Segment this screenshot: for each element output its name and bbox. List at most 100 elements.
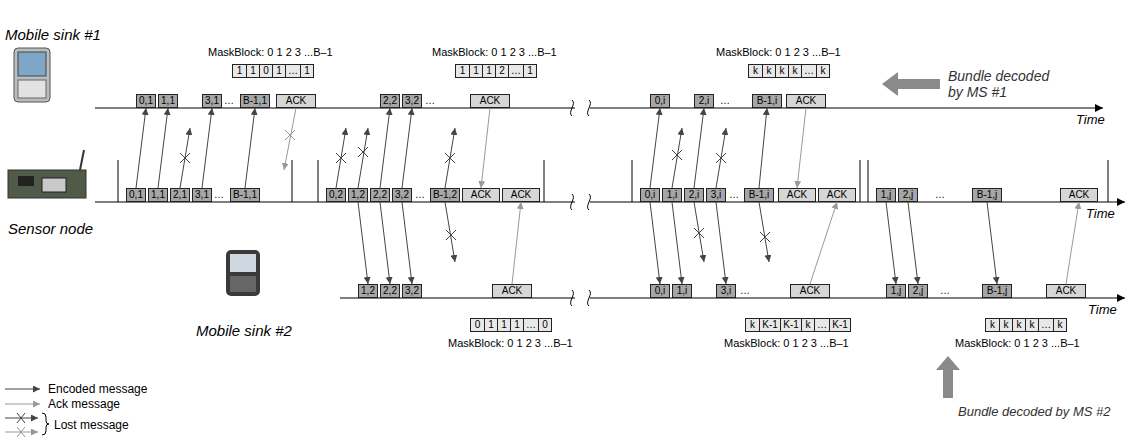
mask-block: 1101…1 bbox=[232, 64, 314, 78]
packet-label: 2,j bbox=[913, 285, 924, 297]
packet-label: ACK bbox=[787, 189, 808, 201]
mask-value: 1 bbox=[523, 65, 536, 77]
legend-sample bbox=[5, 389, 40, 390]
mask-value: 1 bbox=[300, 65, 313, 77]
lost-arrow bbox=[180, 128, 190, 188]
message-arrow bbox=[759, 108, 767, 188]
ack-box: ACK bbox=[778, 188, 816, 202]
ellipsis: … bbox=[935, 189, 945, 201]
message-arrow bbox=[716, 202, 726, 284]
message-arrow bbox=[908, 202, 918, 284]
mask-index-label: MaskBlock: 0 1 2 3 ...B–1 bbox=[716, 46, 841, 58]
ack-box: ACK bbox=[276, 94, 316, 108]
packet-label: ACK bbox=[827, 189, 848, 201]
lost-cross bbox=[285, 130, 295, 140]
mask-block: 1112…1 bbox=[455, 64, 537, 78]
ack-arrow bbox=[797, 108, 806, 188]
mask-value: 1 bbox=[484, 319, 497, 331]
packet-label: ACK bbox=[502, 285, 523, 297]
mask-block: kkkk…k bbox=[985, 318, 1067, 332]
sensor-chip bbox=[42, 178, 66, 192]
mask-value: … bbox=[508, 65, 523, 77]
legend-text: Encoded message bbox=[48, 382, 147, 396]
mask-block: kkkk…k bbox=[748, 64, 830, 78]
mask-value: 1 bbox=[469, 65, 482, 77]
mask-value: k bbox=[1053, 319, 1066, 331]
legend-sample bbox=[17, 427, 25, 437]
packet-label: ACK bbox=[511, 189, 532, 201]
mask-value: 2 bbox=[495, 65, 508, 77]
legend-text: Ack message bbox=[48, 397, 120, 411]
time-axis-label: Time bbox=[1076, 112, 1105, 127]
row-label: Mobile sink #2 bbox=[196, 322, 292, 339]
packet-label: B-1,j bbox=[987, 285, 1008, 297]
timeline bbox=[590, 298, 1125, 299]
packet-label: ACK bbox=[471, 189, 492, 201]
slot-boundary bbox=[118, 160, 1108, 202]
packet-label: B-1,1 bbox=[243, 95, 267, 107]
packet-box: 1,i bbox=[672, 284, 692, 298]
packet-label: 2,1 bbox=[173, 189, 187, 201]
mask-value: 1 bbox=[482, 65, 495, 77]
packet-box: 3,2 bbox=[402, 94, 422, 108]
packet-box: 3,i bbox=[706, 188, 726, 202]
packet-box: 3,2 bbox=[392, 188, 412, 202]
packet-box: 1,i bbox=[662, 188, 682, 202]
packet-box: 3,i bbox=[716, 284, 736, 298]
lost-cross bbox=[336, 153, 346, 163]
lost-arrow bbox=[358, 128, 368, 188]
ellipsis: … bbox=[729, 189, 739, 201]
legend-sample bbox=[5, 404, 40, 405]
mask-value: K-1 bbox=[759, 319, 780, 331]
lost-cross bbox=[180, 153, 190, 163]
packet-box: 2,1 bbox=[170, 188, 190, 202]
ack-arrow bbox=[481, 108, 490, 188]
mask-value: k bbox=[788, 65, 801, 77]
packet-label: 1,i bbox=[677, 285, 688, 297]
ack-box: ACK bbox=[790, 284, 830, 298]
message-arrow bbox=[136, 108, 146, 188]
mask-value: … bbox=[523, 319, 538, 331]
bundle-note: Bundle decoded by MS #2 bbox=[958, 404, 1111, 419]
packet-label: B-1,1 bbox=[233, 189, 257, 201]
mask-value: 0 bbox=[471, 319, 484, 331]
mask-value: k bbox=[816, 65, 829, 77]
packet-label: 2,i bbox=[689, 189, 700, 201]
packet-box: B-1,i bbox=[752, 94, 782, 108]
time-break bbox=[571, 194, 591, 210]
mask-index-label: MaskBlock: 0 1 2 3 ...B–1 bbox=[432, 46, 557, 58]
mask-value: … bbox=[814, 319, 829, 331]
lost-arrow bbox=[445, 128, 455, 188]
packet-box: 3,1 bbox=[192, 188, 212, 202]
mask-value: k bbox=[746, 319, 759, 331]
mask-value: k bbox=[1025, 319, 1038, 331]
lost-arrow bbox=[672, 128, 682, 188]
packet-label: ACK bbox=[1056, 285, 1077, 297]
message-arrow bbox=[672, 202, 682, 284]
ellipsis: … bbox=[425, 95, 435, 107]
packet-box: 1,2 bbox=[358, 284, 378, 298]
mask-index-label: MaskBlock: 0 1 2 3 ...B–1 bbox=[955, 337, 1080, 349]
sensor-board-icon bbox=[8, 170, 86, 198]
packet-label: ACK bbox=[480, 95, 501, 107]
packet-box: 3,2 bbox=[402, 284, 422, 298]
mask-value: K-1 bbox=[780, 319, 801, 331]
message-arrow bbox=[380, 202, 390, 284]
lost-cross bbox=[445, 153, 455, 163]
packet-box: 1,2 bbox=[348, 188, 368, 202]
lost-cross bbox=[446, 230, 456, 240]
packet-box: 2,i bbox=[694, 94, 714, 108]
lost-ack bbox=[284, 108, 296, 170]
mask-value: k bbox=[999, 319, 1012, 331]
lost-cross bbox=[358, 147, 368, 157]
packet-box: B-1,2 bbox=[430, 188, 460, 202]
packet-label: 1,1 bbox=[151, 189, 165, 201]
mask-value: 0 bbox=[259, 65, 272, 77]
packet-box: 2,j bbox=[908, 284, 928, 298]
row-label: Sensor node bbox=[8, 220, 93, 237]
packet-label: 0,i bbox=[655, 95, 666, 107]
lost-arrow bbox=[716, 128, 726, 188]
ellipsis: … bbox=[214, 189, 224, 201]
